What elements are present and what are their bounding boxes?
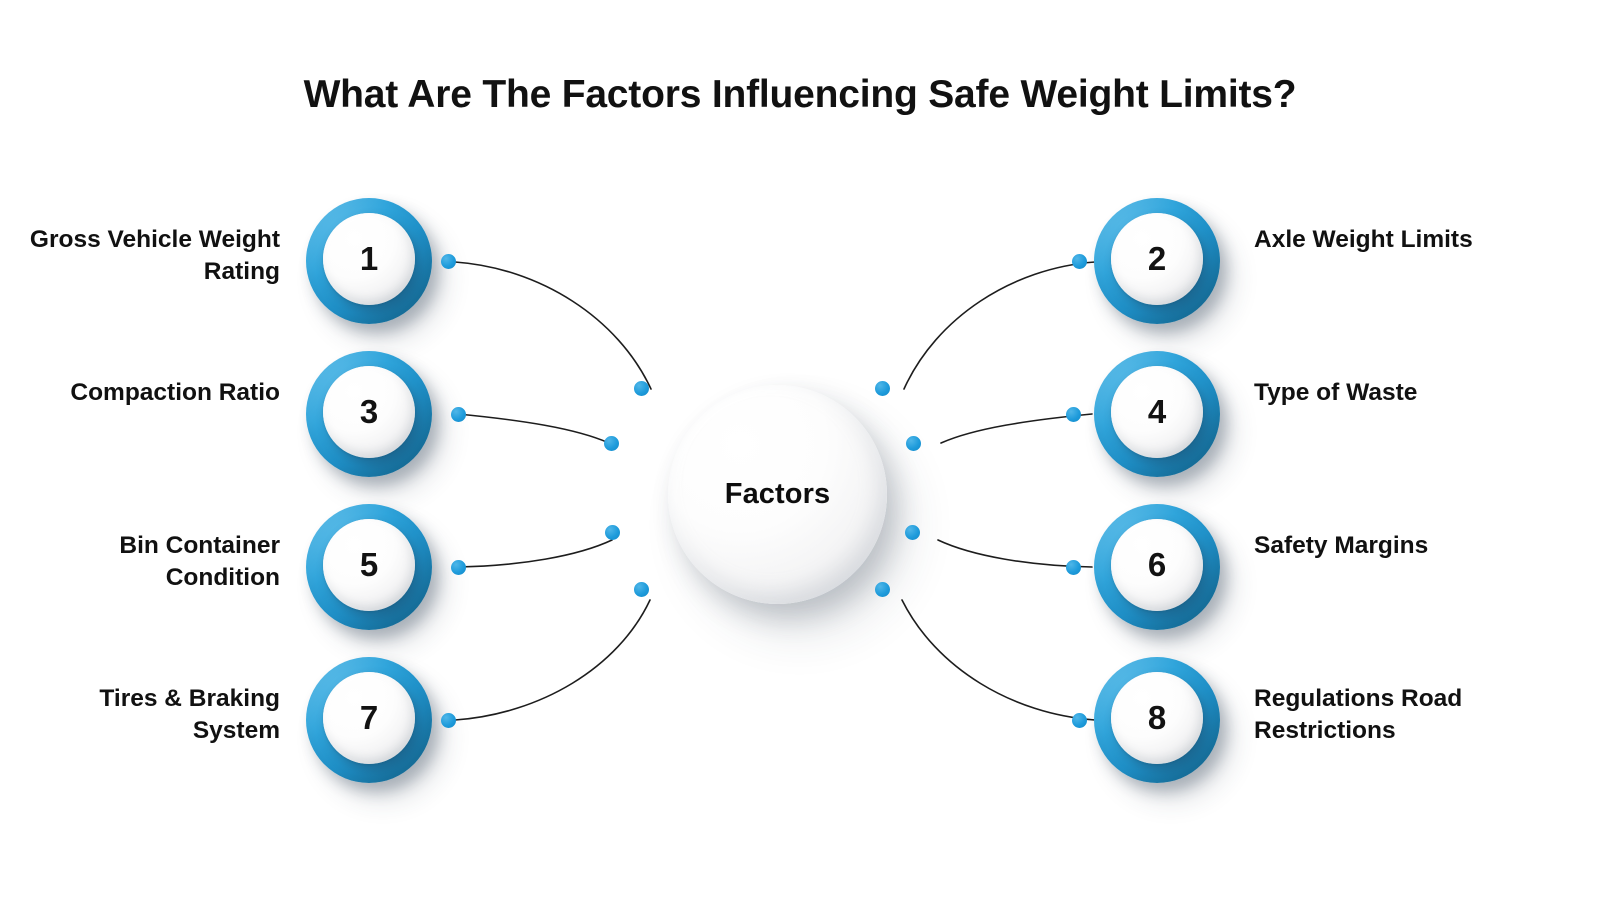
node-ball-8: 8 (1111, 672, 1203, 764)
center-sphere[interactable]: Factors (668, 385, 887, 604)
node-label-1: Gross Vehicle Weight Rating (29, 226, 280, 286)
node-label-7: Tires & Braking System (99, 685, 280, 745)
connector-dot-node-1 (441, 254, 456, 269)
node-ball-3: 3 (323, 366, 415, 458)
connector-path-1 (454, 261, 652, 390)
node-number-7: 7 (359, 698, 379, 736)
node-label-2: Axle Weight Limits (1254, 226, 1473, 253)
node-label-6: Safety Margins (1254, 532, 1429, 559)
connector-dot-node-8 (1072, 713, 1087, 728)
node-ball-5: 5 (323, 519, 415, 611)
node-number-6: 6 (1147, 545, 1167, 583)
node-number-3: 3 (359, 392, 379, 430)
node-number-5: 5 (359, 545, 379, 583)
node-number-8: 8 (1147, 698, 1167, 736)
node-label-8: Regulations Road Restrictions (1254, 685, 1463, 745)
node-label-4: Type of Waste (1254, 379, 1418, 406)
node-circle-7[interactable]: 7 (306, 657, 432, 783)
center-label: Factors (724, 478, 831, 510)
connector-dot-node-4 (1066, 407, 1081, 422)
node-circle-5[interactable]: 5 (306, 504, 432, 630)
node-ball-6: 6 (1111, 519, 1203, 611)
node-label-3: Compaction Ratio (70, 379, 280, 406)
node-ball-2: 2 (1111, 213, 1203, 305)
connector-path-8 (901, 599, 1096, 721)
connector-path-2 (903, 261, 1096, 390)
connector-path-3 (457, 413, 610, 444)
connector-dot-node-7 (441, 713, 456, 728)
node-circle-3[interactable]: 3 (306, 351, 432, 477)
connector-dot-node-2 (1072, 254, 1087, 269)
connector-path-5 (457, 539, 613, 568)
node-ball-4: 4 (1111, 366, 1203, 458)
connector-path-7 (454, 599, 651, 721)
connector-dot-center-7 (634, 582, 649, 597)
connector-dot-center-1 (634, 381, 649, 396)
connector-dot-center-6 (905, 525, 920, 540)
node-circle-6[interactable]: 6 (1094, 504, 1220, 630)
node-ball-7: 7 (323, 672, 415, 764)
node-ball-1: 1 (323, 213, 415, 305)
connector-dot-node-3 (451, 407, 466, 422)
connector-dot-center-2 (875, 381, 890, 396)
connector-dot-center-3 (604, 436, 619, 451)
node-circle-4[interactable]: 4 (1094, 351, 1220, 477)
node-number-4: 4 (1147, 392, 1167, 430)
page-title: What Are The Factors Influencing Safe We… (303, 73, 1297, 116)
node-circle-1[interactable]: 1 (306, 198, 432, 324)
node-circle-8[interactable]: 8 (1094, 657, 1220, 783)
node-circle-2[interactable]: 2 (1094, 198, 1220, 324)
node-number-2: 2 (1147, 239, 1167, 277)
node-label-5: Bin Container Condition (119, 532, 280, 592)
connector-dot-center-5 (605, 525, 620, 540)
connector-dot-center-8 (875, 582, 890, 597)
connector-dot-node-5 (451, 560, 466, 575)
connector-dot-node-6 (1066, 560, 1081, 575)
node-number-1: 1 (359, 239, 379, 277)
connector-dot-center-4 (906, 436, 921, 451)
